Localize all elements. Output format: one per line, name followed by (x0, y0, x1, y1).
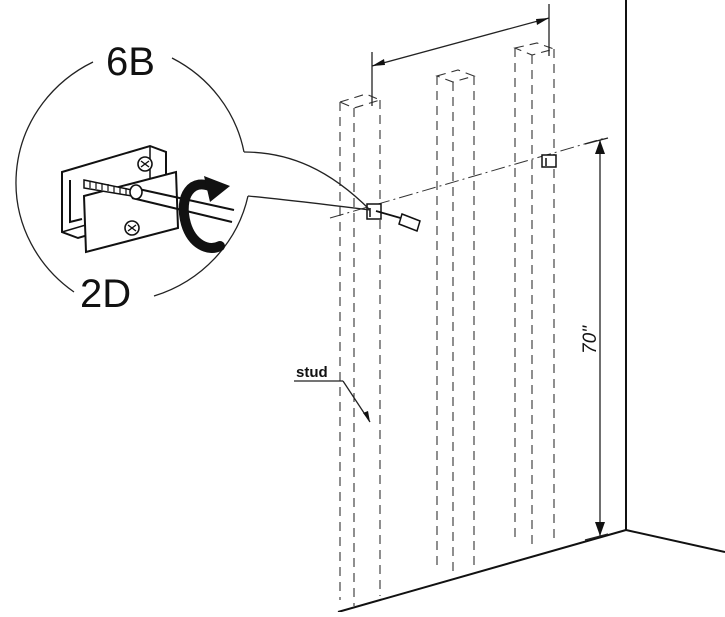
bracket-with-screwdriver (366, 203, 421, 232)
callout-connector (243, 151, 371, 211)
callout-circle (15, 57, 249, 297)
rotate-clockwise-arrow-icon (178, 176, 230, 253)
stud-leader (294, 380, 371, 423)
detail-bracket (61, 144, 180, 254)
stud-label: stud (296, 364, 328, 381)
wall-bracket-icon (541, 154, 557, 168)
stud-spacing-dimension (371, 4, 550, 106)
room-corner (337, 0, 725, 613)
callout-label-bottom: 2D (80, 272, 131, 316)
callout-label-top: 6B (106, 40, 155, 84)
stud-right (513, 42, 556, 545)
height-label: 70" (580, 325, 601, 354)
stud-left (338, 93, 382, 606)
stud-middle (435, 69, 476, 572)
height-dimension (584, 137, 609, 541)
